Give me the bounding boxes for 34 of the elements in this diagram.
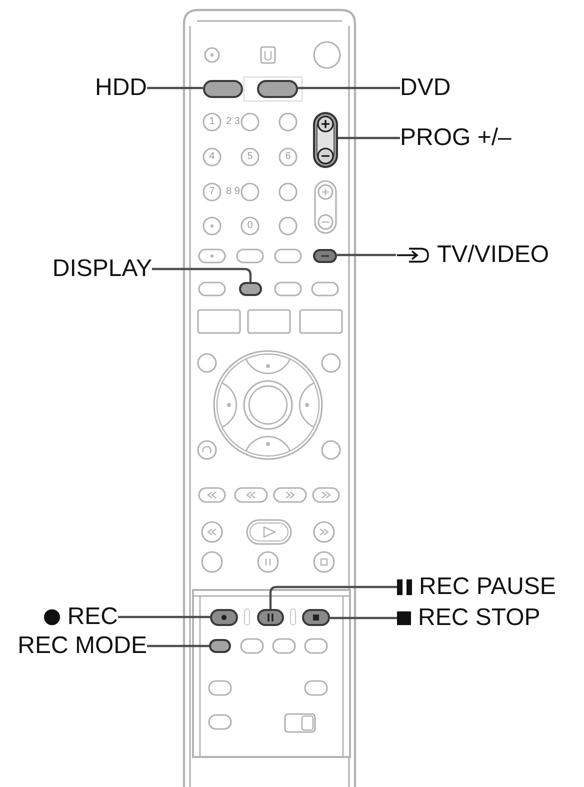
leader-line [147, 644, 209, 648]
callout-label: DVD [400, 74, 451, 102]
callout-label: PROG +/– [400, 124, 512, 152]
digit-label: 8 9 [226, 187, 240, 197]
oval-button [313, 249, 337, 263]
callout-label: REC PAUSE [419, 573, 556, 601]
digit-label: 6 [285, 152, 291, 162]
callout-label: HDD [95, 74, 147, 102]
digit-label: 7 [209, 187, 215, 197]
oval-button [203, 80, 243, 98]
leader-line [118, 616, 210, 618]
leader-line [147, 86, 203, 90]
oval-button [257, 609, 284, 626]
oval-button [209, 639, 231, 653]
callout-label: TV/VIDEO [437, 241, 550, 269]
oval-button [302, 609, 330, 626]
leader-line [337, 254, 396, 256]
callout-label: REC MODE [18, 632, 147, 660]
callout-label: DISPLAY [52, 255, 152, 283]
oval-button [210, 609, 238, 626]
digit-label: 5 [247, 152, 253, 162]
digit-label: 4 [209, 152, 215, 162]
leader-line [269, 586, 397, 609]
oval-button [239, 282, 262, 296]
rocker-button [313, 112, 338, 168]
leader-line [298, 86, 400, 90]
callout-label: REC STOP [418, 604, 540, 632]
digit-label: 2 3 [226, 117, 240, 127]
oval-button [257, 80, 298, 98]
digit-label: 0 [247, 221, 253, 231]
digit-label: 1 [209, 117, 215, 127]
leader-line [338, 136, 400, 140]
callout-label: REC [67, 603, 118, 631]
leader-line [330, 616, 397, 620]
